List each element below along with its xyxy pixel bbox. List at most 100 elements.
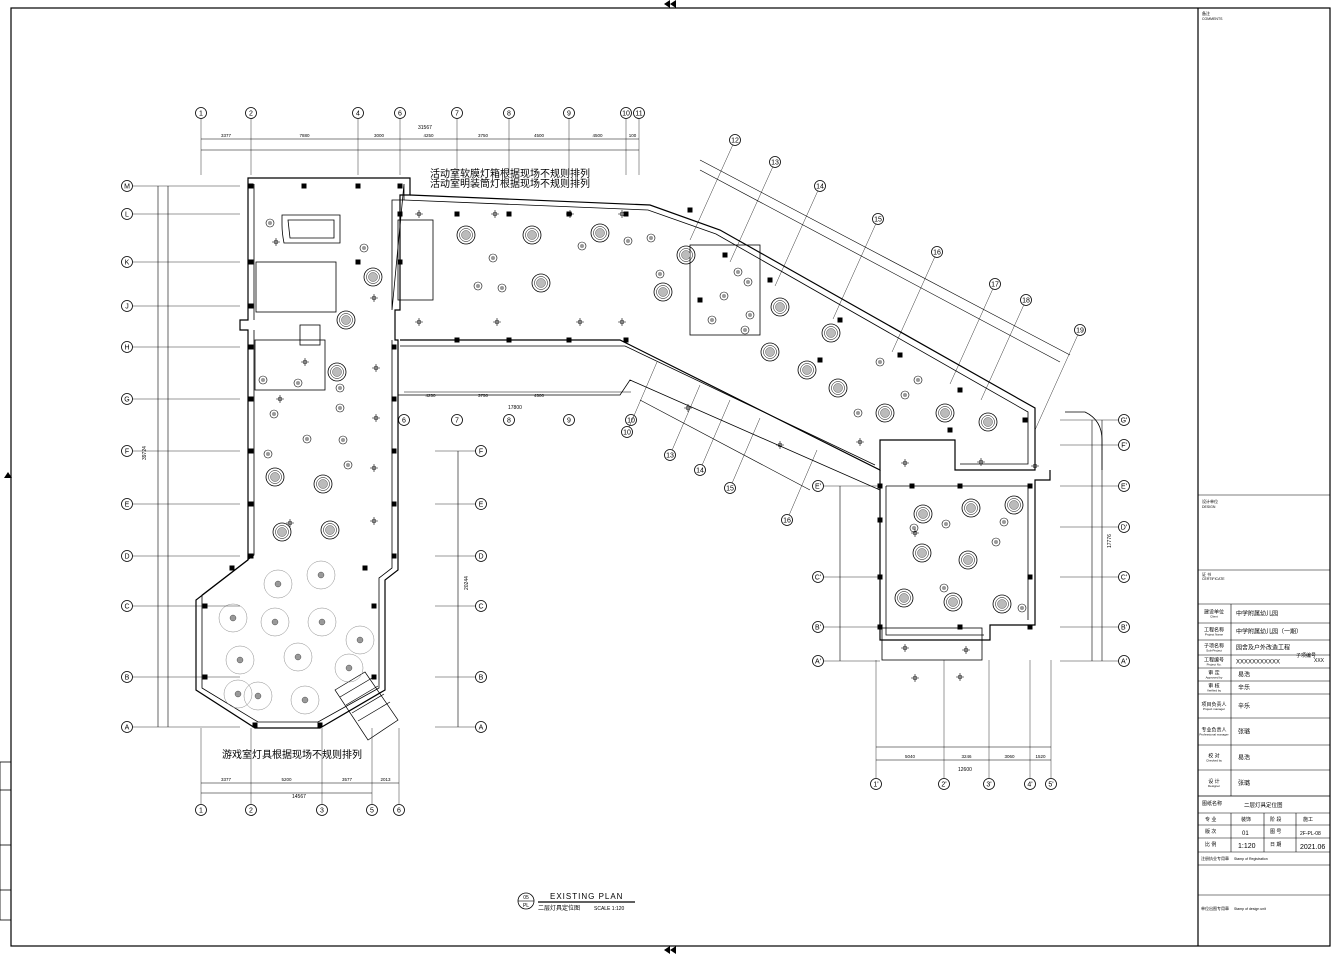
title-block <box>1198 494 1330 896</box>
grid-diaglow-16-label: 16 <box>783 518 791 525</box>
reg-en: Stamp of Registration <box>1234 857 1268 861</box>
downlight <box>958 550 978 570</box>
toilet-block <box>254 339 326 391</box>
ceiling-light <box>962 646 970 654</box>
tb-value-0: 中学附属幼儿园 <box>1236 610 1278 618</box>
grid-diaglow-13-label: 13 <box>666 453 674 460</box>
grid-rb-0: 1' <box>870 778 882 790</box>
grid-mid-B: B <box>475 671 487 683</box>
grid-diag-19-label: 19 <box>1076 328 1084 335</box>
tb-en-4: Approved by <box>1206 676 1223 680</box>
pillar <box>248 396 254 402</box>
spotlight <box>999 517 1009 527</box>
tb-label-5: 审 核 <box>1208 683 1219 690</box>
ceiling-light <box>372 414 380 422</box>
soft-film-disc <box>283 642 313 672</box>
grid-diaglow-14-label: 14 <box>696 468 704 475</box>
pillar <box>817 357 823 363</box>
grid-diag-19: 19 <box>1074 324 1086 336</box>
pillar <box>947 427 953 433</box>
ceiling-light <box>911 674 919 682</box>
pillar <box>767 277 773 283</box>
pillar <box>837 317 843 323</box>
pillar <box>248 553 254 559</box>
ceiling-light <box>493 318 501 326</box>
spotlight <box>909 523 919 533</box>
grid-inner-10: 10 <box>625 414 637 426</box>
pillar <box>248 303 254 309</box>
grid-rl-2: B' <box>812 621 824 633</box>
scale-label: 比 例 <box>1205 841 1216 848</box>
grid-left-E-label: E <box>125 502 130 509</box>
downlight <box>653 282 673 302</box>
tb-en-7: Professional manager <box>1199 733 1228 737</box>
dim-bottom-total: 14567 <box>292 794 306 800</box>
drawing-no-label: 图 号 <box>1270 829 1281 835</box>
center-mark-top-icon <box>664 0 676 8</box>
pillar <box>371 674 377 680</box>
dim-bottom-2: 3577 <box>342 777 353 782</box>
spotlight <box>875 357 885 367</box>
ceiling-light <box>370 294 378 302</box>
pillar <box>248 448 254 454</box>
spotlight <box>646 233 656 243</box>
tb-value-3: XXXXXXXXXXX <box>1236 660 1280 666</box>
spotlight <box>743 277 753 287</box>
ceiling-light <box>370 464 378 472</box>
grid-top-8-label: 8 <box>507 111 511 118</box>
grid-mid-A: A <box>475 721 487 733</box>
ceiling-light <box>566 210 574 218</box>
grid-mid-D: D <box>475 550 487 562</box>
date-label: 日 期 <box>1270 842 1281 848</box>
downlight <box>797 360 817 380</box>
grid-mid-B-label: B <box>479 675 484 682</box>
tb-label-8: 校 对 <box>1208 753 1219 760</box>
spotlight <box>488 253 498 263</box>
ceiling-light <box>684 404 692 412</box>
dim-top-6: 4500 <box>592 133 603 138</box>
note-activity-room-2: 活动室明装筒灯根据现场不规则排列 <box>430 177 590 190</box>
downlight <box>313 474 333 494</box>
grid-rw-1-label: F' <box>1121 443 1127 450</box>
grid-inner-8: 8 <box>503 414 515 426</box>
grid-rb-4-label: 5' <box>1048 782 1053 789</box>
design-label: 设计单位 <box>1202 498 1218 504</box>
stamp-label: 单位出图专用章 <box>1201 905 1229 911</box>
partition-a <box>255 261 337 313</box>
grid-top-4-label: 4 <box>356 111 360 118</box>
pillar <box>397 259 403 265</box>
dim-inner-2: 4500 <box>534 393 545 398</box>
pillar <box>697 297 703 303</box>
grid-diag-15: 15 <box>872 213 884 225</box>
drawing-title-value: 二层灯具定位图 <box>1244 801 1283 809</box>
grid-rb-3: 4' <box>1024 778 1036 790</box>
soft-film-disc <box>243 681 273 711</box>
corridor-wall <box>398 379 881 640</box>
grid-rb-1: 2' <box>938 778 950 790</box>
drawing-no-value: 2F-PL-08 <box>1300 831 1321 837</box>
tb-en-0: Client <box>1210 615 1218 619</box>
title-english: EXISTING PLAN <box>550 892 623 901</box>
ceiling-light <box>776 441 784 449</box>
pillar <box>362 565 368 571</box>
grid-diag-14-label: 14 <box>816 184 824 191</box>
grid-diaglow-14: 14 <box>694 464 706 476</box>
grid-mid-C: C <box>475 600 487 612</box>
pillar <box>397 211 403 217</box>
tb-label-7: 专业负责人 <box>1201 727 1226 734</box>
grid-top-10: 10 <box>620 107 632 119</box>
grid-diag-14: 14 <box>814 180 826 192</box>
spotlight <box>473 281 483 291</box>
grid-diag-18: 18 <box>1020 294 1032 306</box>
tb-value-9: 张璐 <box>1238 779 1250 787</box>
scale-value: 1:120 <box>1238 843 1256 850</box>
pillar <box>391 344 397 350</box>
downlight <box>363 267 383 287</box>
grid-rb-4: 5' <box>1045 778 1057 790</box>
grid-rw-0: G' <box>1118 414 1130 426</box>
tb-value-6: 辛乐 <box>1238 702 1250 710</box>
grid-bottom-6: 6 <box>393 804 405 816</box>
grid-rw-4: C' <box>1118 571 1130 583</box>
